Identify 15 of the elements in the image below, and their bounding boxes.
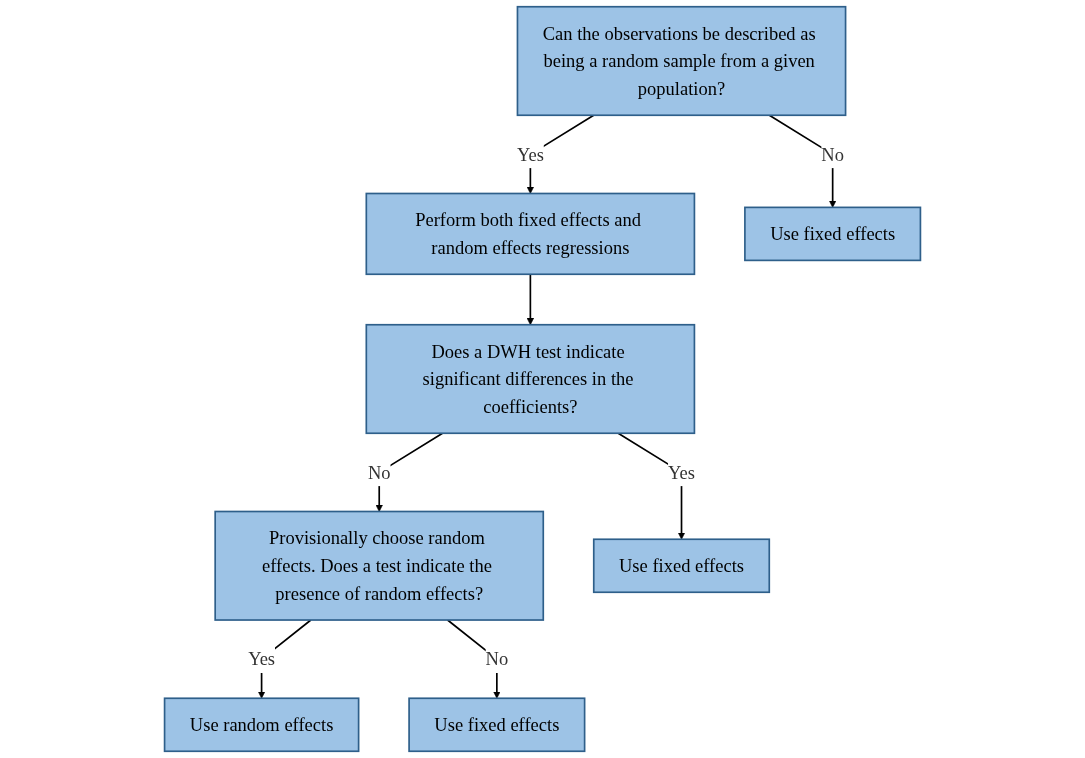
edge-label: Yes (516, 143, 544, 165)
edge-label: Yes (668, 461, 695, 483)
edge-label: No (821, 143, 844, 165)
node-box: Use random effects (163, 697, 360, 753)
node-box: Does a DWH test indicate significant differences in the coefficients? (365, 323, 696, 435)
node-box: Can the observations be described as being a random sample from a given population? (516, 5, 847, 117)
node-box: Use fixed effects (592, 538, 771, 594)
arrow (526, 273, 535, 326)
node-box: Use fixed effects (408, 697, 586, 753)
edge-label: No (367, 461, 391, 483)
node-box: Perform both fixed effects and random effects regressions (365, 192, 696, 276)
edge-label: Yes (248, 648, 276, 670)
node-box: Use fixed effects (744, 206, 922, 262)
edge-label: No (485, 648, 509, 670)
node-box: Provisionally choose random effects. Does a test indicate the presence of random effects? (214, 510, 545, 621)
